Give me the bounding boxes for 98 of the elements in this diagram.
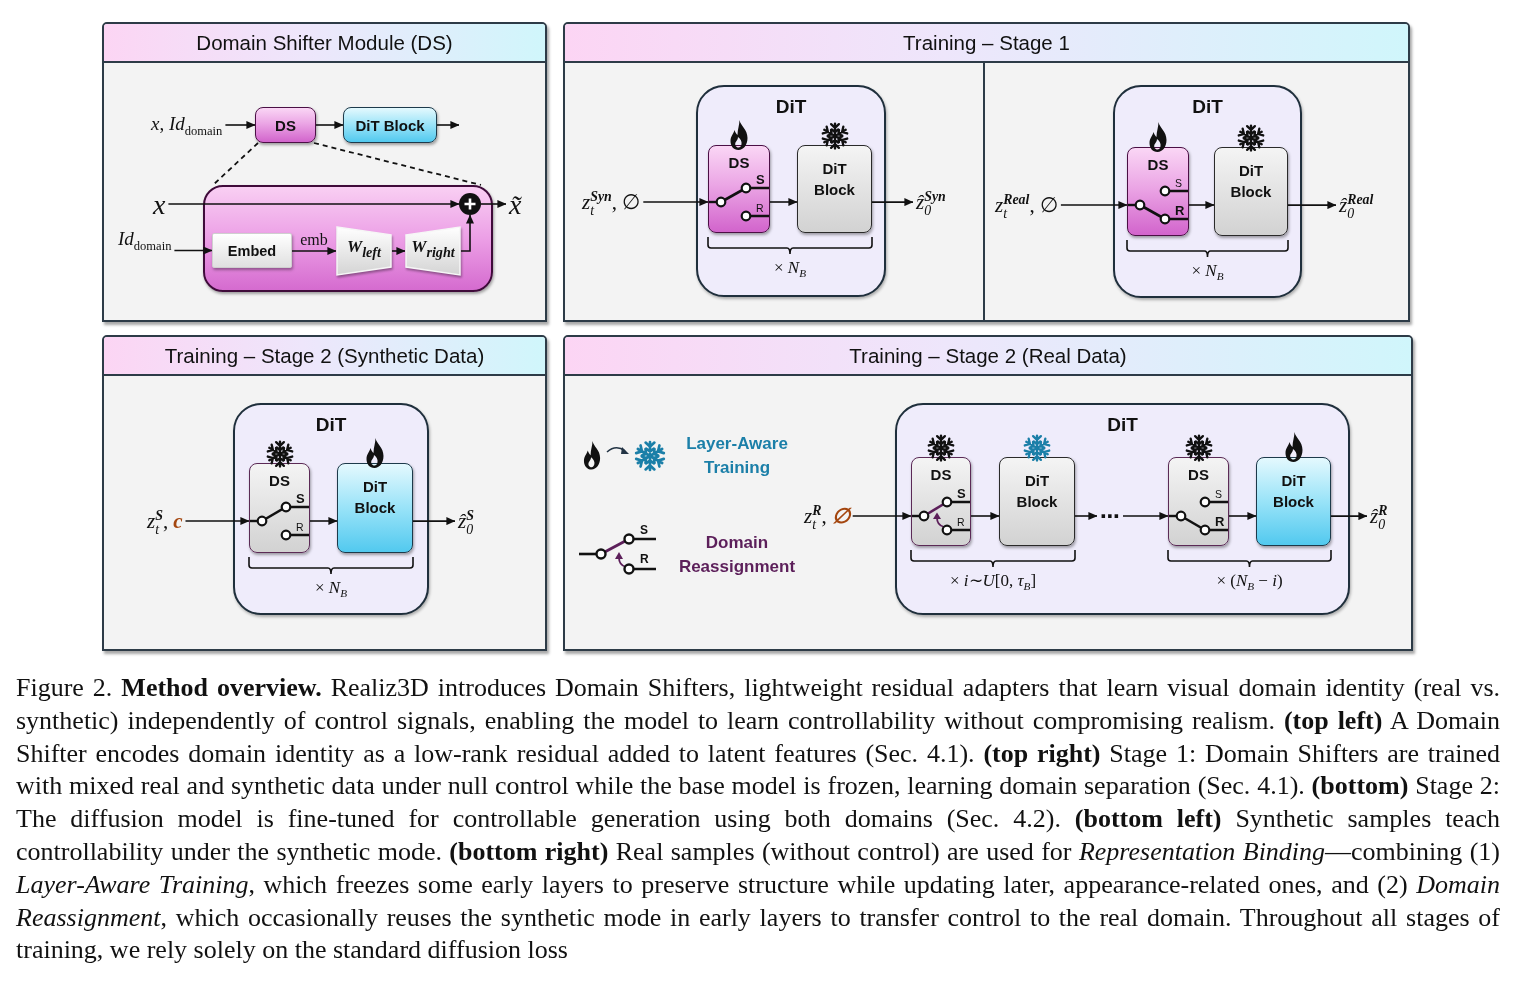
arrow [173, 246, 213, 255]
math-label: x̃ [506, 186, 525, 222]
repeat-label: × N$_{B}$ [1191, 261, 1224, 282]
process-box [1168, 457, 1229, 546]
process-box: Embed [212, 233, 292, 268]
arrow [1074, 512, 1098, 520]
arrow [480, 200, 507, 208]
edge-label: emb [300, 231, 328, 249]
process-box: DiT Block [1214, 147, 1288, 236]
math-label: z$_{t}$$^{Syn}$, ∅ [579, 189, 644, 216]
arrow [1330, 512, 1368, 521]
process-box: DS [255, 107, 316, 143]
legend-label: Domain Reassignment [677, 532, 797, 578]
trapezoid-block [336, 226, 392, 276]
node-label: DS [1188, 466, 1209, 483]
terminal-label: R [957, 517, 965, 528]
terminal-label: R [1175, 204, 1185, 217]
terminal-label: R [756, 203, 764, 214]
arrow [436, 121, 460, 129]
panel [563, 335, 1413, 651]
process-box: DiT Block [343, 107, 437, 143]
process-box [708, 145, 770, 233]
node-label: DS [930, 466, 952, 483]
terminal-label: R [1215, 515, 1225, 528]
node-label: DS [269, 472, 290, 489]
process-box [249, 463, 310, 553]
panel-header: Domain Shifter Module (DS) [104, 24, 545, 63]
panel [563, 22, 1410, 322]
group-box [895, 403, 1350, 615]
arrow [184, 517, 250, 525]
process-box: DiT Block [1256, 457, 1331, 546]
arrow [224, 121, 256, 129]
arrow [1228, 512, 1257, 520]
caption: Figure 2. Method overview. Realiz3D introduces Domain Shifters, lightweight residual adapters that learn visual domain identity (real vs. synthetic) independently of control signals, enabling the model to learn controllability without compromising realism. (top left) A Domain Shifter encodes domain identity as a low-rank residual added to latent features (Sec. 4.1). (top right) Stage 1: Domain Shifters are trained with mixed real and synthetic data under null control while the base model is frozen, learning domain separation (Sec. 4.1). (bottom) Stage 2: The diffusion model is fine-tuned for controllable generation using both domains (Sec. 4.2). (bottom left) Synthetic samples teach controllability under the synthetic mode. (bottom right) Real samples (without control) are used for Representation Binding—combining (1) Layer-Aware Training, which freezes some early layers to preserve structure while updating later, appearance-related ones, and (2) Domain Reassignment, which occasionally reuses the synthetic mode in early layers to transfer control to the real domain. Throughout all stages of training, we rely solely on the standard diffusion loss [16, 672, 1500, 967]
terminal-label: S [640, 524, 648, 536]
math-label: c [173, 509, 183, 533]
group-box [233, 403, 429, 615]
node-label: DS [1147, 156, 1169, 173]
terminal-label: R [296, 522, 304, 533]
node-label: W$_{left}$ [347, 237, 381, 261]
arrow [460, 214, 474, 252]
arrow [167, 200, 460, 208]
module-box [203, 185, 493, 292]
arrow [871, 198, 914, 207]
arrow [309, 517, 338, 525]
panel-header: Training – Stage 1 [565, 24, 1408, 63]
plus-circle-icon [459, 193, 481, 215]
arrow [315, 121, 344, 129]
repeat-label: × i∼U[0, τ$_{B}$] [949, 571, 1037, 592]
terminal-label: S [1215, 489, 1222, 500]
math-label: x, Id$_{domain}$ [148, 112, 226, 136]
group-title: DiT [1192, 96, 1223, 118]
process-box: DiT Block [999, 457, 1075, 546]
group-box [696, 85, 886, 297]
arrow [1287, 201, 1337, 210]
panel [102, 22, 547, 322]
dashed-line [212, 142, 259, 186]
math-label: z$_{t}$$^{S}$, [147, 509, 169, 533]
terminal-label: S [296, 492, 305, 505]
arrow [1060, 201, 1128, 209]
group-box [1113, 85, 1302, 298]
arrow [851, 512, 912, 520]
repeat-label: × N$_{B}$ [315, 578, 347, 599]
node-label: DS [728, 154, 750, 171]
repeat-label: × N$_{B}$ [774, 258, 806, 279]
arrow [391, 247, 406, 255]
process-box [1127, 147, 1189, 236]
group-title: DiT [1107, 414, 1138, 436]
math-label: Id$_{domain}$ [115, 227, 175, 251]
terminal-label: S [957, 487, 966, 500]
process-box: DiT Block [337, 463, 413, 553]
legend-label: Layer-Aware Training [685, 433, 789, 479]
math-label: z$_{t}$$^{R}$, [804, 504, 827, 528]
arrow [1122, 512, 1169, 520]
group-title: DiT [315, 414, 347, 436]
panel-header: Training – Stage 2 (Synthetic Data) [104, 337, 545, 376]
arrow [291, 247, 337, 255]
terminal-label: R [640, 553, 649, 565]
arrow [769, 198, 798, 206]
arrow [970, 512, 1000, 520]
dashed-line [313, 142, 482, 186]
math-label: x [150, 186, 169, 222]
arrow [1188, 201, 1215, 209]
process-box: DiT Block [797, 145, 872, 233]
arrow [412, 517, 456, 526]
ellipsis: ⋯ [1097, 506, 1123, 526]
math-label: z$_{t}$$^{Real}$, ∅ [992, 192, 1061, 219]
math-label: ∅ [831, 504, 850, 528]
node-label: W$_{right}$ [411, 237, 455, 261]
terminal-label: S [1175, 178, 1182, 189]
trapezoid-block [405, 226, 461, 276]
terminal-label: S [756, 173, 765, 186]
repeat-label: × (N$_{B}$ − i) [1216, 571, 1283, 592]
arrow [642, 198, 709, 206]
group-title: DiT [775, 96, 807, 118]
panel [102, 335, 547, 651]
process-box [911, 457, 971, 546]
panel-header: Training – Stage 2 (Real Data) [565, 337, 1411, 376]
